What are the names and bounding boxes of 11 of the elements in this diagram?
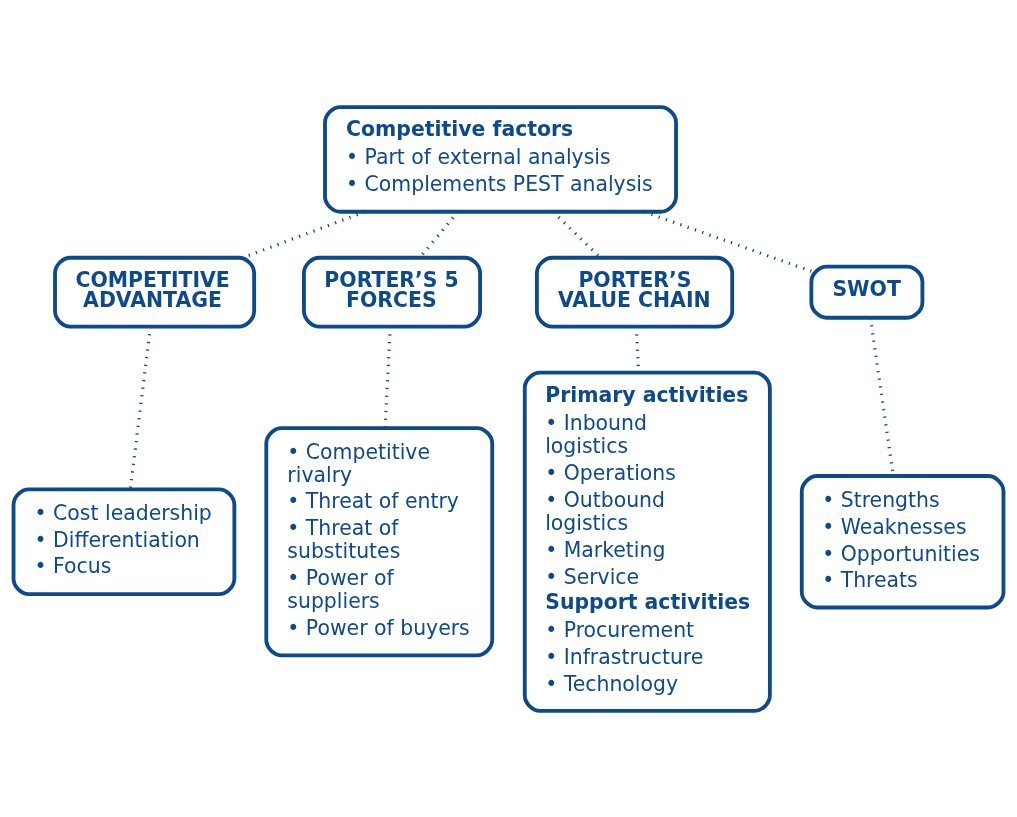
node-box: PORTER’S 5 FORCES — [302, 255, 482, 329]
node-box: Competitive factors • Part of external analysis • Complements PEST analysis — [323, 104, 678, 214]
connector — [128, 326, 153, 489]
node-box: • Strengths • Weaknesses • Opportunities • Threats — [799, 473, 1006, 609]
node-box: Primary activities • Inbound logistics • Operations • Outbound logistics • Marketing • Service Support activities • Procurement • Infrastructure • Technology — [522, 370, 772, 713]
node-box: • Cost leadership • Differentiation • Focus — [11, 487, 237, 596]
node-box: • Competitive rivalry • Threat of entry • Threat of substitutes • Power of suppliers • Power of buyers — [264, 425, 495, 657]
node-box: SWOT — [809, 264, 925, 320]
node-box: PORTER’S VALUE CHAIN — [535, 255, 735, 329]
node-box: COMPETITIVE ADVANTAGE — [53, 255, 257, 329]
connector — [552, 210, 602, 259]
